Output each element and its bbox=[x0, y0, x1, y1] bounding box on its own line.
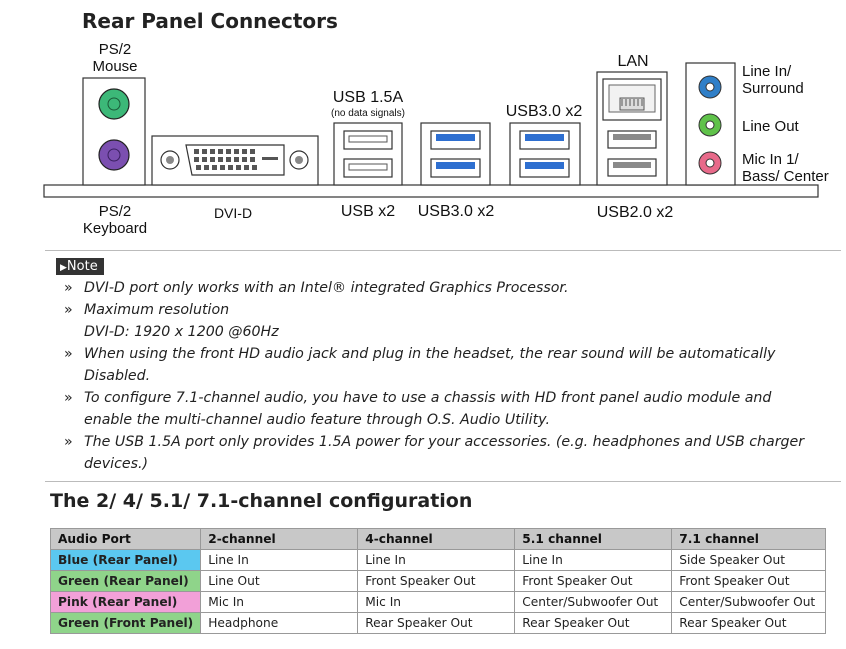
audio-block bbox=[685, 62, 736, 186]
header-audio-port: Audio Port bbox=[49, 528, 202, 550]
table-cell: Mic In bbox=[357, 591, 516, 613]
note-badge-text: ▶Note bbox=[56, 258, 104, 275]
usb30-right-ports-icon bbox=[509, 122, 581, 186]
port-cell: Green (Rear Panel) bbox=[49, 570, 202, 592]
mic-in-label-line2: Bass/ Center bbox=[742, 168, 829, 185]
note-badge-label: Note bbox=[66, 259, 98, 274]
header-2-channel: 2-channel bbox=[200, 528, 359, 550]
config-title: The 2/ 4/ 5.1/ 7.1-channel configuration bbox=[50, 490, 473, 512]
note-text: Disabled. bbox=[84, 368, 151, 384]
table-cell: Front Speaker Out bbox=[357, 570, 516, 592]
note-text: To configure 7.1-channel audio, you have… bbox=[84, 390, 772, 406]
panel-base bbox=[43, 184, 819, 198]
table-cell: Rear Speaker Out bbox=[357, 612, 516, 634]
ps2-mouse-port-icon bbox=[98, 88, 130, 120]
lan-label: LAN bbox=[617, 53, 649, 70]
table-cell: Side Speaker Out bbox=[671, 549, 826, 571]
ps2-mouse-label: PS/2 Mouse bbox=[80, 41, 150, 75]
usb15a-sublabel: (no data signals) bbox=[331, 108, 405, 119]
table-cell: Line In bbox=[514, 549, 673, 571]
usb20-label: USB2.0 x2 bbox=[596, 204, 674, 221]
page-title: Rear Panel Connectors bbox=[82, 9, 338, 33]
ps2-mouse-label-line2: Mouse bbox=[92, 58, 138, 75]
ps2-keyboard-port-icon bbox=[98, 139, 130, 171]
header-7-1-channel: 7.1 channel bbox=[671, 528, 826, 550]
note-text: enable the multi-channel audio feature t… bbox=[84, 412, 550, 428]
line-in-label-line1: Line In/ bbox=[742, 63, 792, 80]
table-cell: Line Out bbox=[200, 570, 359, 592]
table-row: Green (Front Panel) Headphone Rear Speak… bbox=[49, 612, 826, 634]
note-arrow-icon: ▶ bbox=[60, 263, 67, 273]
ps2-block bbox=[82, 77, 146, 186]
ps2-mouse-label-line1: PS/2 bbox=[98, 41, 132, 58]
note-text: devices.) bbox=[84, 456, 149, 472]
note-badge: ▶Note bbox=[56, 255, 104, 275]
table-cell: Headphone bbox=[200, 612, 359, 634]
note-list: » DVI-D port only works with an Intel® in… bbox=[56, 277, 846, 475]
table-row: Pink (Rear Panel) Mic In Mic In Center/S… bbox=[49, 591, 826, 613]
table-row: Green (Rear Panel) Line Out Front Speake… bbox=[49, 570, 826, 592]
dvid-port-icon bbox=[151, 135, 319, 186]
table-cell: Center/Subwoofer Out bbox=[514, 591, 673, 613]
line-out-label: Line Out bbox=[742, 118, 799, 135]
usb30-left-ports-icon bbox=[420, 122, 491, 186]
note-text: Maximum resolution bbox=[84, 302, 230, 318]
note-text: DVI-D: 1920 x 1200 @60Hz bbox=[84, 324, 279, 340]
port-cell: Green (Front Panel) bbox=[49, 612, 202, 634]
lan-usb20-block bbox=[596, 71, 668, 186]
ps2-keyboard-label-line1: PS/2 bbox=[98, 203, 132, 220]
ps2-keyboard-label: PS/2 Keyboard bbox=[70, 203, 160, 237]
port-cell: Pink (Rear Panel) bbox=[49, 591, 202, 613]
bullet-icon: » bbox=[64, 434, 73, 450]
table-row: Blue (Rear Panel) Line In Line In Line I… bbox=[49, 549, 826, 571]
note-item: » When using the front HD audio jack and … bbox=[56, 343, 846, 387]
divider-bottom bbox=[45, 481, 841, 482]
bullet-icon: » bbox=[64, 280, 73, 296]
mic-in-label: Mic In 1/ Bass/ Center bbox=[742, 151, 829, 185]
note-text: The USB 1.5A port only provides 1.5A pow… bbox=[84, 434, 805, 450]
table-cell: Rear Speaker Out bbox=[514, 612, 673, 634]
usb15a-ports-icon bbox=[333, 122, 403, 186]
usb-x2-label: USB x2 bbox=[340, 203, 396, 220]
table-cell: Line In bbox=[200, 549, 359, 571]
bullet-icon: » bbox=[64, 390, 73, 406]
dvid-label: DVI-D bbox=[213, 205, 253, 221]
usb15a-label: USB 1.5A bbox=[332, 89, 404, 106]
usb30-bottom-label: USB3.0 x2 bbox=[417, 203, 495, 220]
note-item: » The USB 1.5A port only provides 1.5A po… bbox=[56, 431, 846, 475]
table-header-row: Audio Port 2-channel 4-channel 5.1 chann… bbox=[49, 528, 826, 550]
channel-config-table: Audio Port 2-channel 4-channel 5.1 chann… bbox=[49, 528, 826, 634]
header-5-1-channel: 5.1 channel bbox=[514, 528, 673, 550]
mic-in-label-line1: Mic In 1/ bbox=[742, 151, 799, 168]
header-4-channel: 4-channel bbox=[357, 528, 516, 550]
port-cell: Blue (Rear Panel) bbox=[49, 549, 202, 571]
note-item: » To configure 7.1-channel audio, you hav… bbox=[56, 387, 846, 431]
table-cell: Front Speaker Out bbox=[671, 570, 826, 592]
table-cell: Center/Subwoofer Out bbox=[671, 591, 826, 613]
line-in-label: Line In/ Surround bbox=[742, 63, 804, 97]
bullet-icon: » bbox=[64, 302, 73, 318]
bullet-icon: » bbox=[64, 346, 73, 362]
note-text: When using the front HD audio jack and p… bbox=[84, 346, 776, 362]
rear-panel-diagram bbox=[43, 62, 819, 198]
note-text: DVI-D port only works with an Intel® int… bbox=[84, 280, 569, 296]
usb30-top-label: USB3.0 x2 bbox=[505, 103, 583, 120]
table-cell: Line In bbox=[357, 549, 516, 571]
line-in-label-line2: Surround bbox=[742, 80, 804, 97]
table-cell: Front Speaker Out bbox=[514, 570, 673, 592]
ps2-keyboard-label-line2: Keyboard bbox=[82, 220, 148, 237]
table-cell: Mic In bbox=[200, 591, 359, 613]
divider-top bbox=[45, 250, 841, 251]
note-item: » DVI-D port only works with an Intel® in… bbox=[56, 277, 846, 299]
table-cell: Rear Speaker Out bbox=[671, 612, 826, 634]
